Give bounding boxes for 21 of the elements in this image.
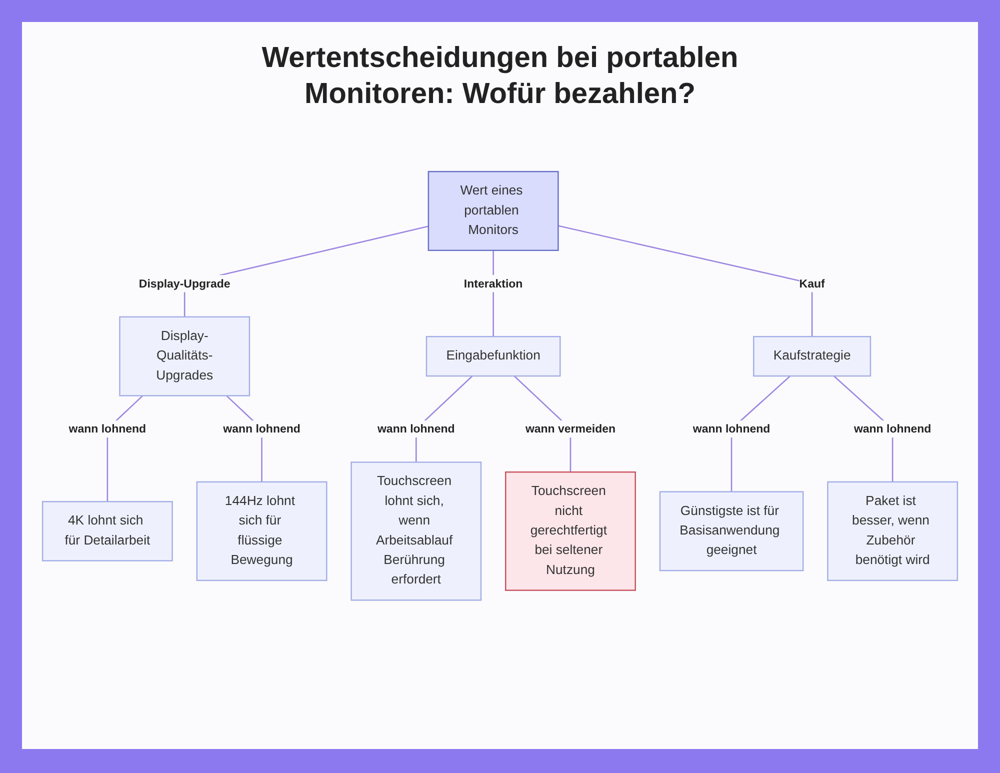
node-box: Touchscreen lohnt sich, wenn Arbeitsablauf Berührung erfordert bbox=[350, 462, 482, 601]
edge-label: wann lohnend bbox=[692, 422, 770, 436]
edge-label: wann lohnend bbox=[223, 422, 300, 436]
node-box: Wert eines portablen Monitors bbox=[428, 170, 559, 251]
node-box: Eingabefunktion bbox=[426, 336, 561, 377]
connector bbox=[558, 225, 813, 337]
diagram-title: Wertentscheidungen bei portablen Monitoren: Wofür bezahlen? bbox=[260, 41, 740, 112]
edge-label: Kauf bbox=[799, 276, 825, 290]
edge-label: wann lohnend bbox=[854, 422, 932, 436]
edge-label: wann lohnend bbox=[377, 422, 455, 436]
node-box: Kaufstrategie bbox=[753, 336, 872, 377]
node-box: Touchscreen nicht gerechtfertigt bei seltener Nutzung bbox=[505, 471, 636, 591]
edge-label: Interaktion bbox=[464, 276, 523, 290]
node-box: 4K lohnt sich für Detailarbeit bbox=[42, 501, 173, 562]
edge-label: wann vermeiden bbox=[525, 422, 616, 436]
node-box: Paket ist besser, wenn Zubehör benötigt wird bbox=[827, 481, 958, 582]
node-box: Display-Qualitäts-Upgrades bbox=[119, 316, 250, 396]
node-box: Günstigste ist für Basisanwendung geeignet bbox=[659, 491, 804, 572]
edge-label: Display-Upgrade bbox=[138, 276, 230, 290]
node-box: 144Hz lohnt sich für flüssige Bewegung bbox=[196, 481, 328, 582]
edge-label: wann lohnend bbox=[68, 422, 146, 436]
